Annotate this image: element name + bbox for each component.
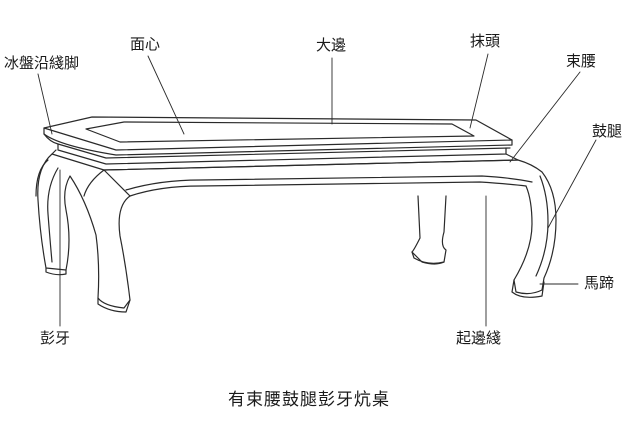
label-qibianxian: 起邊綫 [456, 329, 502, 347]
diagram-caption: 有束腰鼓腿彭牙炕桌 [228, 390, 390, 410]
label-dabian: 大邊 [316, 36, 347, 54]
label-shuyao: 束腰 [566, 52, 597, 70]
waist-band [57, 143, 507, 165]
left-front-leg [37, 153, 131, 309]
leader-motou [469, 53, 489, 129]
panel-inner [85, 121, 475, 143]
front-apron-top [129, 181, 527, 197]
label-gutui: 鼓腿 [592, 122, 623, 140]
right-front-leg [513, 159, 557, 295]
top-surface [43, 116, 513, 151]
right-leg-edge [535, 175, 549, 277]
left-back-hoof [45, 267, 67, 276]
leader-gutui [547, 139, 597, 229]
left-leg-inner [83, 169, 105, 197]
leader-shuyao [509, 71, 581, 163]
left-leg-edge [47, 167, 59, 263]
back-leg-right-hoof [411, 251, 445, 264]
leader-mianxin [147, 55, 185, 135]
label-mianxin: 面心 [130, 35, 161, 53]
label-mati: 馬蹄 [584, 274, 615, 292]
back-leg-right [411, 195, 447, 265]
right-hoof [511, 279, 545, 298]
table-top [43, 116, 513, 159]
leader-bingpan [37, 73, 53, 135]
front-apron-bead [125, 175, 533, 191]
left-hoof [97, 297, 131, 313]
back-leg-left [35, 159, 49, 197]
front-apron-bottom [103, 159, 519, 171]
label-bingpan: 冰盤沿綫脚 [4, 54, 80, 72]
apron-and-legs [35, 153, 557, 313]
label-pengya: 彭牙 [40, 329, 71, 347]
leader-lines [37, 53, 597, 327]
label-motou: 抹頭 [470, 32, 501, 50]
